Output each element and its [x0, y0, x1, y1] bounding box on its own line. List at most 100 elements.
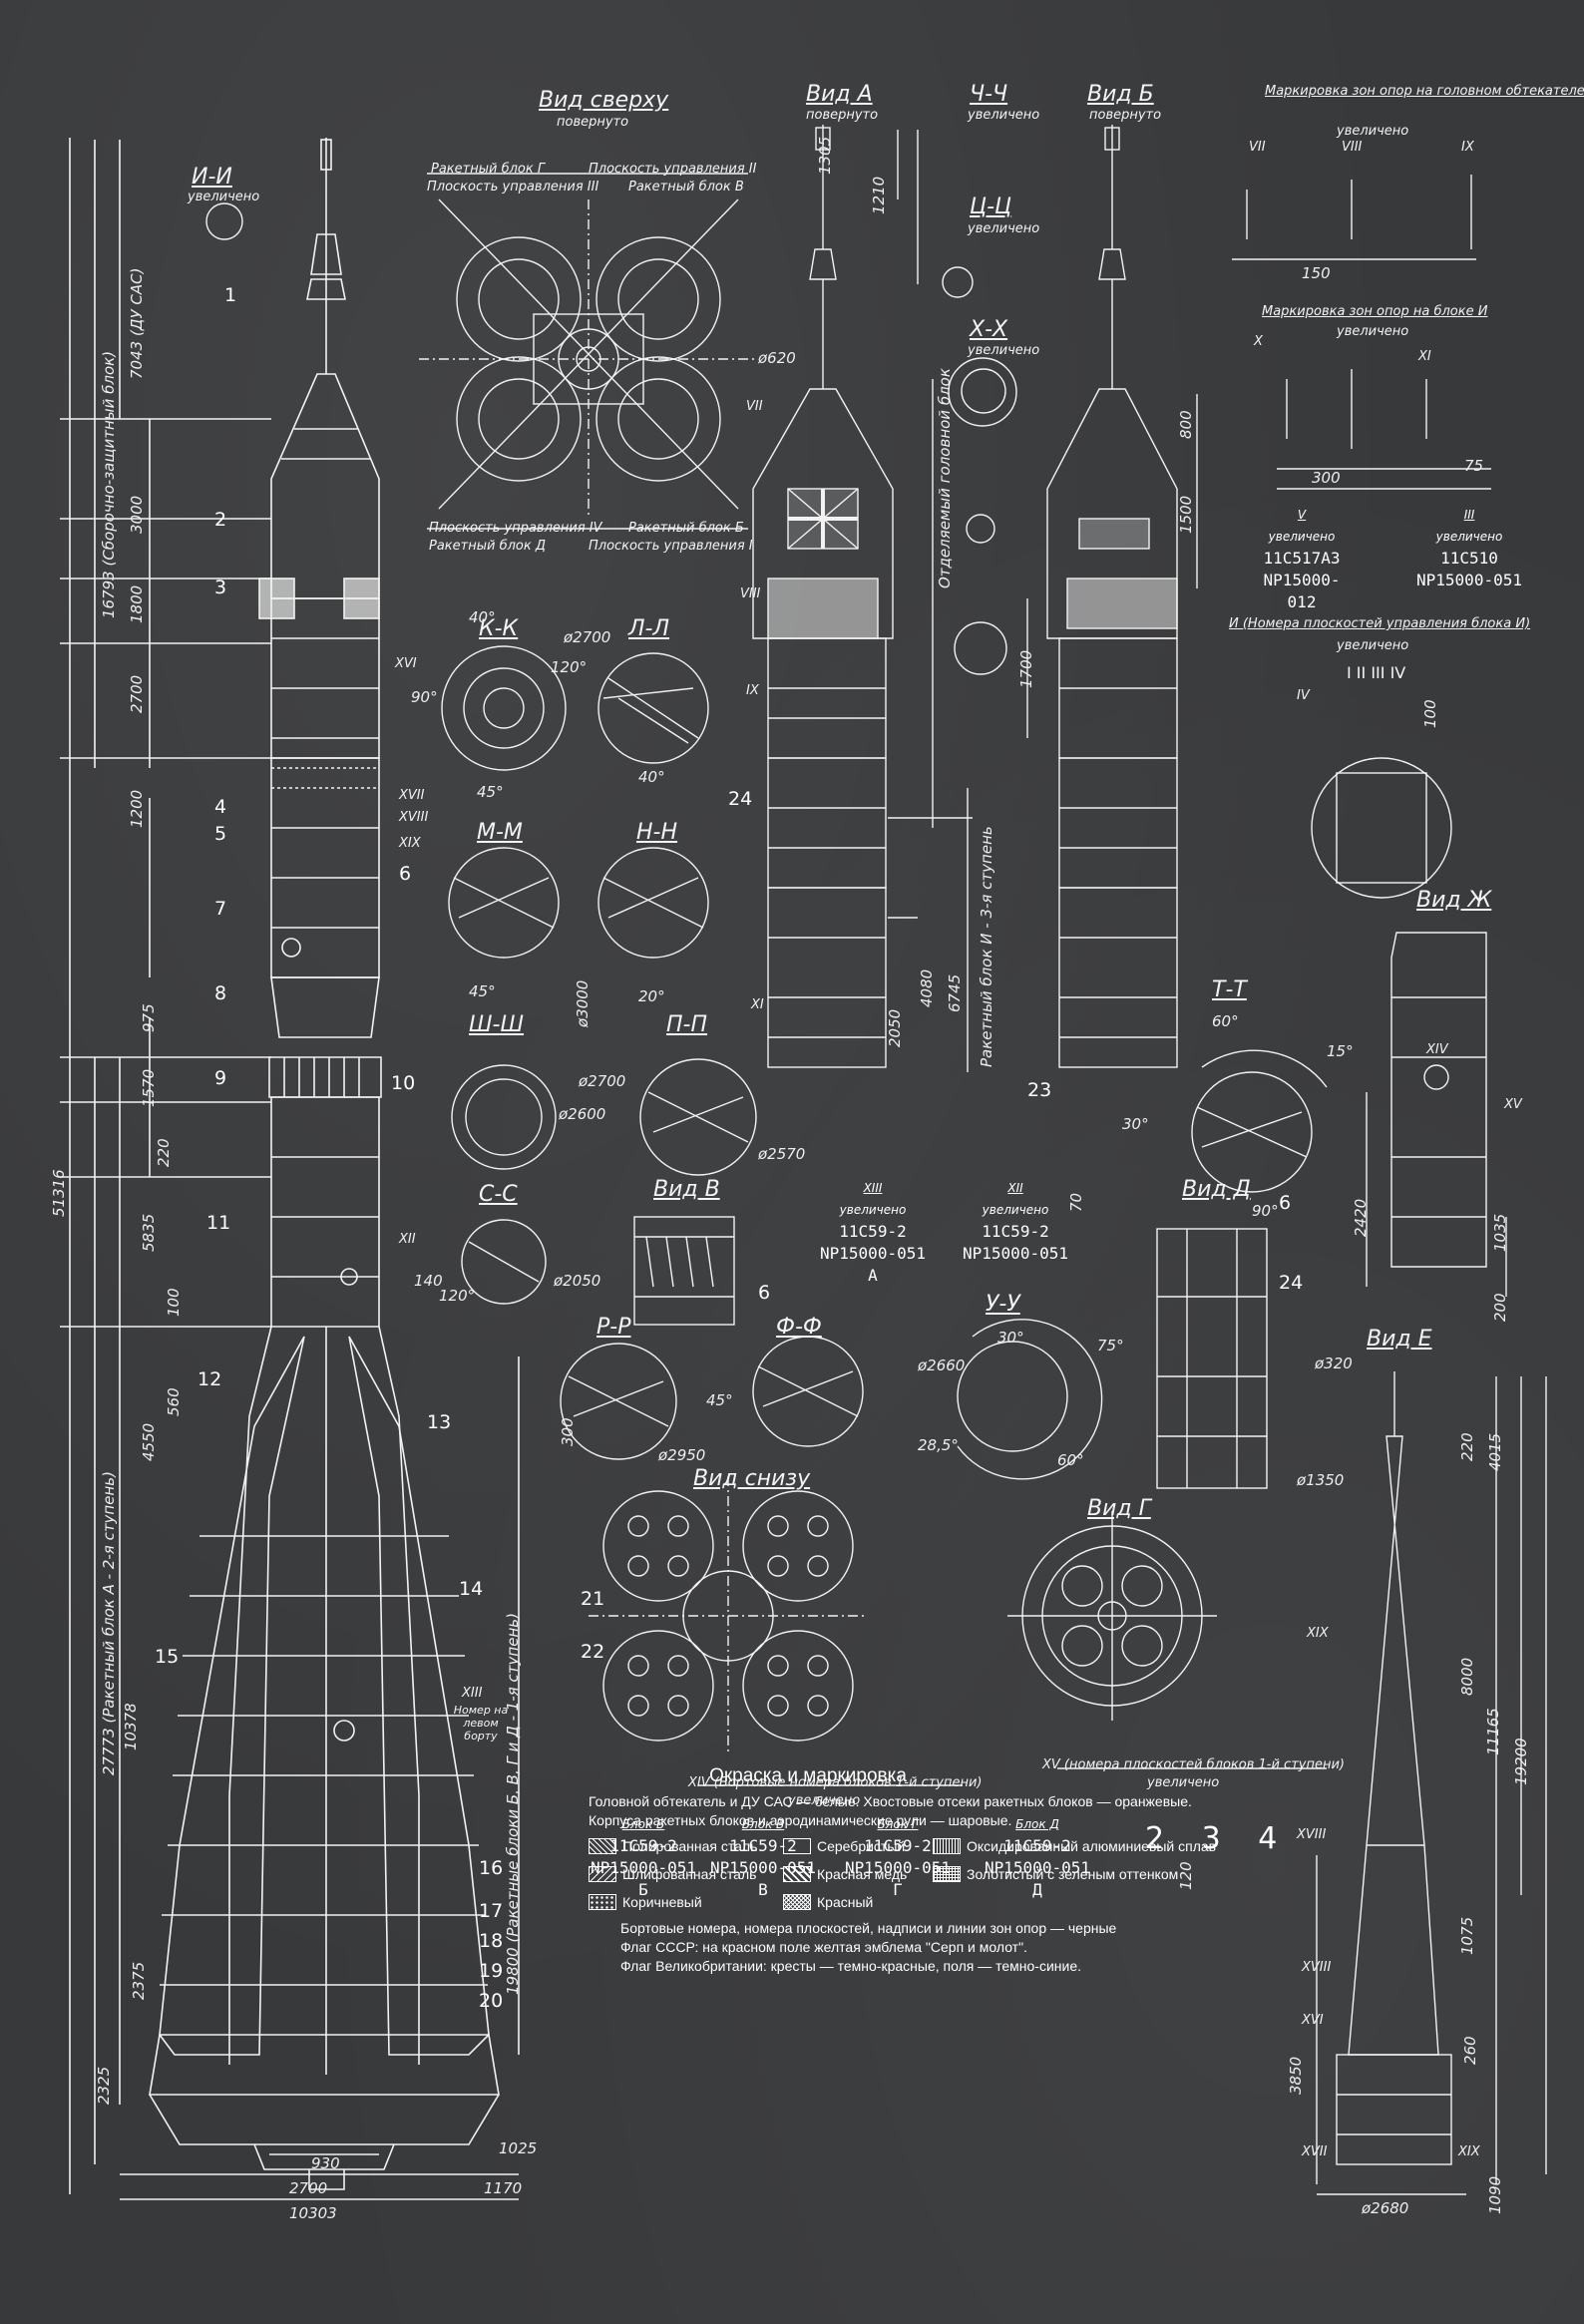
- section-ss: С-С: [479, 1182, 518, 1207]
- label-side-number: Номер на левом борту: [453, 1704, 509, 1743]
- callout-18: 18: [479, 1930, 504, 1952]
- marking-head-mag: увеличено: [1337, 124, 1409, 139]
- callout-8: 8: [214, 982, 227, 1004]
- section-tt: Т-Т: [1212, 977, 1247, 1002]
- swatch-polished: [589, 1838, 616, 1854]
- section-chch: Ч-Ч: [970, 82, 1008, 107]
- view-d-drawing: [1156, 1228, 1268, 1489]
- swatch-silver: [783, 1838, 811, 1854]
- roman-xvi: XVI: [395, 656, 417, 671]
- callout-24: 24: [728, 788, 753, 810]
- engine-xiii-mag: увеличено: [839, 1203, 907, 1217]
- label-total-length: 51316: [50, 1169, 68, 1217]
- roman-xix: XIX: [399, 836, 421, 851]
- dim-75: 75: [1464, 457, 1484, 475]
- engine-v: V увеличено 11С517А3 NP15000-012: [1252, 504, 1352, 613]
- engine-g-model: 11С59-2: [864, 1836, 932, 1855]
- legend-footer3: Флаг Великобритании: кресты — темно-крас…: [620, 1958, 1081, 1974]
- dim-975: 975: [140, 1003, 158, 1032]
- angle-60b: 60°: [1057, 1451, 1084, 1469]
- angle-15: 15°: [1327, 1042, 1354, 1060]
- top-view-note: повернуто: [557, 115, 629, 130]
- engine-b-serial: NP15000-051: [591, 1858, 696, 1877]
- top-label-plane1: Плоскость управления I: [589, 539, 753, 554]
- section-mm: М-М: [477, 820, 523, 845]
- engine-xii-mag: увеличено: [982, 1203, 1049, 1217]
- dim-10303: 10303: [289, 2204, 337, 2222]
- dim-2950: ø2950: [658, 1446, 706, 1464]
- view-g-drawing: [1007, 1511, 1327, 1769]
- legend-item-brown: Коричневый: [589, 1894, 783, 1910]
- callout-6c: 6: [1279, 1192, 1292, 1214]
- dim-1035: 1035: [1491, 1213, 1509, 1252]
- legend-label-polished: Полированная сталь: [622, 1838, 758, 1854]
- roman-xvi-e: XVI: [1302, 2013, 1324, 2028]
- dim-2570: ø2570: [758, 1145, 806, 1163]
- angle-40: 40°: [469, 608, 496, 626]
- callout-24b: 24: [1279, 1272, 1304, 1294]
- angle-120: 120°: [551, 658, 588, 676]
- roman-vii: VII: [746, 399, 763, 414]
- dim-2700b: 2700: [289, 2179, 328, 2197]
- dim-800: 800: [1177, 410, 1195, 439]
- marking-head-title: Маркировка зон опор на головном обтекате…: [1265, 84, 1584, 99]
- dim-1700: 1700: [1017, 649, 1035, 688]
- callout-17: 17: [479, 1900, 504, 1922]
- view-v-drawing: [633, 1216, 735, 1326]
- swatch-red: [783, 1894, 811, 1910]
- dim-1090: 1090: [1486, 2175, 1504, 2214]
- dim-2375: 2375: [130, 1961, 148, 2000]
- view-a-title: Вид А: [806, 82, 873, 107]
- roman-xviii-e2: XVIII: [1302, 1960, 1332, 1975]
- engine-g-letter: Г: [893, 1880, 903, 1899]
- view-d-title: Вид Д: [1182, 1177, 1251, 1202]
- roman-ix: IX: [746, 683, 759, 698]
- engine-g-label: Блок Г: [877, 1817, 919, 1831]
- marking-control-roman: I II III IV: [1347, 663, 1406, 682]
- roman-xiii: XIII: [462, 1686, 483, 1701]
- dim-3000: 3000: [128, 495, 146, 534]
- engine-iii-mag: увеличено: [1435, 530, 1503, 544]
- dim-150: 150: [1302, 264, 1331, 282]
- legend-item-oxid: Оксидированный алюминиевый сплав: [933, 1838, 1262, 1854]
- section-ll: Л-Л: [628, 616, 670, 641]
- top-label-plane3: Плоскость управления III: [427, 180, 599, 194]
- section-ii: И-И: [192, 165, 232, 190]
- engine-b-letter: Б: [638, 1880, 648, 1899]
- label-fairing: 16793 (Сборочно-защитный блок): [100, 350, 118, 618]
- top-label-g: Ракетный блок Г: [431, 162, 546, 177]
- roman-iv: IV: [1297, 688, 1310, 703]
- top-label-plane4: Плоскость управления IV: [429, 521, 602, 536]
- top-label-b: Ракетный блок Б: [628, 521, 744, 536]
- top-label-v: Ракетный блок В: [628, 180, 744, 194]
- angle-75: 75°: [1097, 1337, 1124, 1355]
- engine-xii-label: XII: [1007, 1181, 1023, 1195]
- dim-200: 200: [1491, 1293, 1509, 1322]
- dim-1170: 1170: [484, 2179, 523, 2197]
- label-block-i: Ракетный блок И - 3-я ступень: [978, 826, 995, 1067]
- dim-1305: 1305: [816, 136, 834, 175]
- dim-260: 260: [1461, 2036, 1479, 2065]
- roman-xvii: XVII: [399, 788, 425, 803]
- view-zh-title: Вид Ж: [1416, 888, 1492, 913]
- dim-2600: ø2600: [559, 1105, 606, 1123]
- engine-xiii-label: XIII: [863, 1181, 883, 1195]
- roman-xiv: XIV: [1426, 1042, 1448, 1057]
- legend-line2: Корпуса ракетных блоков и аэродинамическ…: [589, 1812, 1012, 1828]
- angle-45c: 45°: [706, 1391, 733, 1409]
- swatch-oxid: [933, 1838, 961, 1854]
- view-b-note: повернуто: [1089, 108, 1162, 123]
- engine-g-serial: NP15000-051: [845, 1858, 951, 1877]
- engine-d: Блок Д 11С59-2 NP15000-051 Д: [983, 1813, 1092, 1901]
- dim-70: 70: [1067, 1192, 1085, 1212]
- engine-v-serial: NP15000-012: [1263, 571, 1341, 611]
- callout-21: 21: [581, 1588, 605, 1610]
- top-label-d: Ракетный блок Д: [429, 539, 546, 554]
- section-ff: Ф-Ф: [776, 1315, 822, 1340]
- roman-xvii-e: XVII: [1302, 2144, 1328, 2159]
- legend-label-red: Красный: [817, 1894, 874, 1910]
- angle-45: 45°: [477, 783, 504, 801]
- engine-d-letter: Д: [1032, 1880, 1042, 1899]
- section-circles: [205, 202, 1452, 1480]
